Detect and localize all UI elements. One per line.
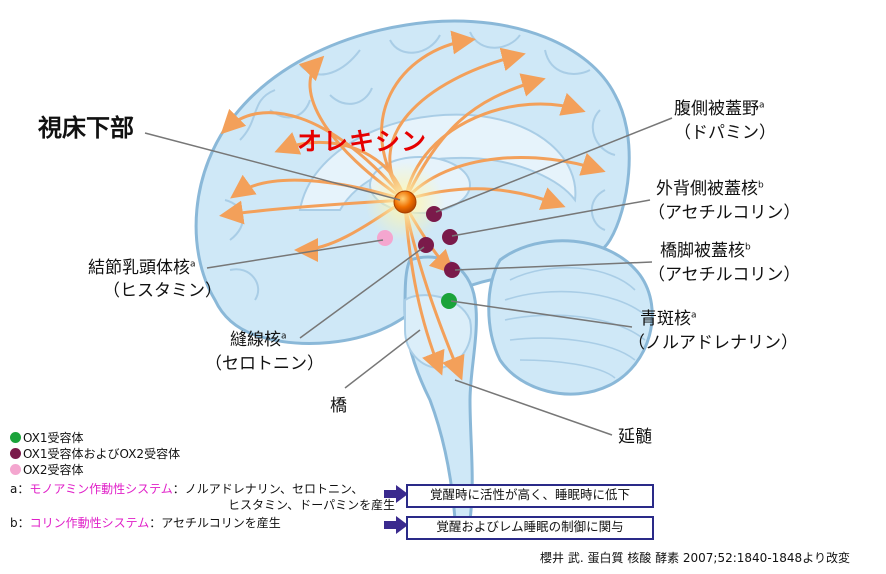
vta-nt: （ドパミン） bbox=[674, 123, 776, 143]
leader-lines bbox=[144, 117, 673, 436]
ppt-name: 橋脚被蓋核 bbox=[660, 241, 745, 261]
lc-node bbox=[441, 293, 457, 309]
note-a-line2: ヒスタミン、ドーパミンを産生 bbox=[228, 498, 396, 512]
citation: 櫻井 武. 蛋白質 核酸 酵素 2007;52:1840-1848より改変 bbox=[540, 551, 850, 565]
vta-name: 腹側被蓋野 bbox=[674, 99, 759, 119]
note-a-line1: a：モノアミン作動性システム：ノルアドレナリン、セロトニン、 bbox=[10, 482, 363, 497]
ldt-node bbox=[442, 229, 458, 245]
ppt-sup: b bbox=[745, 242, 751, 253]
lc-label: 青斑核a bbox=[640, 309, 697, 329]
raphe-name: 縫線核 bbox=[230, 330, 281, 350]
lc-sup: a bbox=[691, 310, 697, 321]
legend-ox1-label: OX1受容体 bbox=[23, 431, 84, 445]
legend-ox1ox2-label: OX1受容体およびOX2受容体 bbox=[23, 447, 181, 461]
box-cholinergic-role: 覚醒およびレム睡眠の制御に関与 bbox=[406, 516, 654, 540]
legend-ox2: OX2受容体 bbox=[10, 463, 84, 477]
lc-nt: （ノルアドレナリン） bbox=[628, 333, 798, 353]
note-a-text1: ：ノルアドレナリン、セロトニン、 bbox=[172, 482, 364, 496]
cerebellum bbox=[487, 239, 654, 396]
pons-bulge bbox=[404, 294, 472, 370]
ppt-node bbox=[444, 262, 460, 278]
raphe-nt: （セロトニン） bbox=[205, 354, 324, 374]
tmn-node bbox=[377, 230, 393, 246]
raphe-node bbox=[418, 237, 434, 253]
vta-sup: a bbox=[759, 100, 765, 111]
legend-ox2-dot bbox=[10, 464, 21, 475]
tmn-sup: a bbox=[190, 259, 196, 270]
note-b-line: b：コリン作動性システム：アセチルコリンを産生 bbox=[10, 516, 281, 531]
tmn-name: 結節乳頭体核 bbox=[88, 258, 190, 278]
ppt-nt: （アセチルコリン） bbox=[648, 265, 801, 285]
ldt-name: 外背側被蓋核 bbox=[656, 179, 758, 199]
note-b-prefix: b： bbox=[10, 516, 30, 530]
ldt-nt: （アセチルコリン） bbox=[648, 203, 801, 223]
orexin-title: オレキシン bbox=[297, 127, 428, 156]
raphe-sup: a bbox=[281, 331, 287, 342]
legend-ox1: OX1受容体 bbox=[10, 431, 84, 445]
hypothalamus-label: 視床下部 bbox=[38, 114, 134, 142]
lc-name: 青斑核 bbox=[640, 309, 691, 329]
note-b-text: ：アセチルコリンを産生 bbox=[149, 516, 281, 530]
legend-ox2-label: OX2受容体 bbox=[23, 463, 84, 477]
vta-label: 腹側被蓋野a bbox=[674, 99, 765, 119]
legend-ox1ox2: OX1受容体およびOX2受容体 bbox=[10, 447, 180, 461]
orexin-neuron-node bbox=[393, 190, 417, 214]
legend-ox1-dot bbox=[10, 432, 21, 443]
arrow-b-icon bbox=[384, 516, 408, 534]
ppt-label: 橋脚被蓋核b bbox=[660, 241, 751, 261]
box-arrows bbox=[384, 485, 408, 534]
tmn-nt: （ヒスタミン） bbox=[103, 281, 222, 301]
box-monoamine-activity: 覚醒時に活性が高く、睡眠時に低下 bbox=[406, 484, 654, 508]
vta-node bbox=[426, 206, 442, 222]
note-a-system: モノアミン作動性システム bbox=[29, 482, 173, 496]
medulla-label: 延髄 bbox=[618, 427, 652, 447]
ldt-label: 外背側被蓋核b bbox=[656, 179, 764, 199]
pons-label: 橋 bbox=[330, 396, 347, 416]
arrow-a-icon bbox=[384, 485, 408, 503]
note-a-prefix: a： bbox=[10, 482, 30, 496]
legend-ox1ox2-dot bbox=[10, 448, 21, 459]
note-b-system: コリン作動性システム bbox=[29, 516, 150, 530]
tmn-label: 結節乳頭体核a bbox=[88, 258, 196, 278]
raphe-label: 縫線核a bbox=[230, 330, 287, 350]
ldt-sup: b bbox=[758, 180, 764, 191]
